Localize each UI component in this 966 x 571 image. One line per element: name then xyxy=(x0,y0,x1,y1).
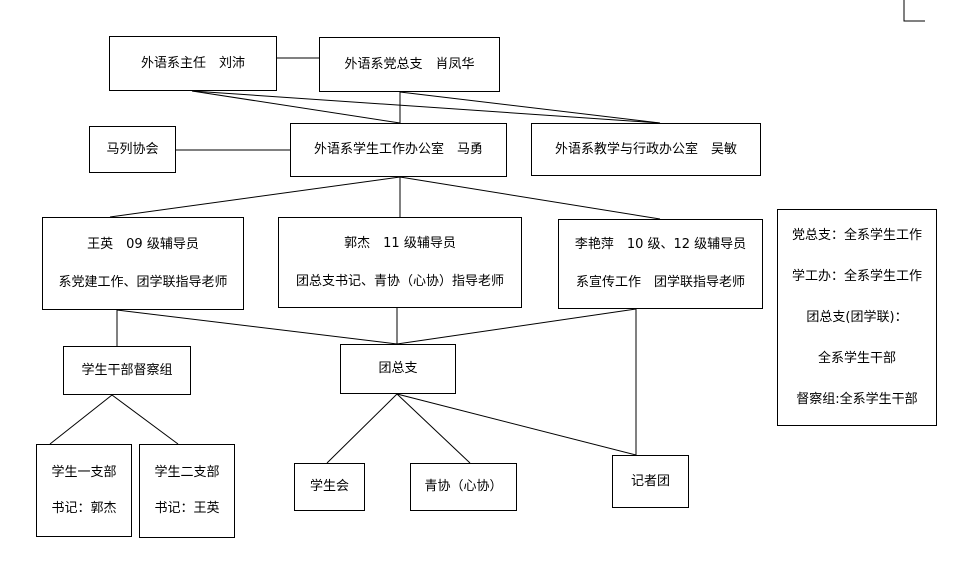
node-counselor-09-duty: 系党建工作、团学联指导老师 xyxy=(58,274,228,290)
node-student-union-label: 学生会 xyxy=(309,479,349,494)
legend-item: 学工办：全系学生工作 xyxy=(791,268,922,284)
line-counselor1012-league xyxy=(396,308,637,345)
node-branch-1-secretary: 书记：郭杰 xyxy=(51,500,117,516)
line-director-student-office xyxy=(191,90,401,124)
node-branch-2-secretary: 书记：王英 xyxy=(154,501,220,516)
node-counselor-10-12-duty: 系宣传工作 团学联指导老师 xyxy=(575,275,745,290)
node-counselor-09-title: 王英 09 级辅导员 xyxy=(87,236,199,252)
node-marxism-society-label: 马列协会 xyxy=(106,141,159,157)
legend-item: 团总支(团学联)： xyxy=(806,309,908,325)
node-party-branch: 外语系党总支 肖凤华 xyxy=(319,37,500,92)
node-youth-association: 青协（心协） xyxy=(410,463,517,511)
node-marxism-society: 马列协会 xyxy=(89,126,176,173)
node-counselor-11-duty: 团总支书记、青协（心协）指导老师 xyxy=(295,273,504,289)
node-counselor-11-title: 郭杰 11 级辅导员 xyxy=(344,235,456,251)
node-youth-association-label: 青协（心协） xyxy=(424,479,503,494)
node-student-union: 学生会 xyxy=(294,463,365,511)
node-counselor-09: 王英 09 级辅导员 系党建工作、团学联指导老师 xyxy=(42,217,244,310)
line-office-counselor-10-12 xyxy=(399,176,661,220)
node-branch-2-title: 学生二支部 xyxy=(154,465,220,480)
line-league-youth xyxy=(396,393,471,464)
line-counselor09-league xyxy=(116,309,398,345)
node-teaching-office-label: 外语系教学与行政办公室 吴敏 xyxy=(554,141,737,157)
node-party-branch-label: 外语系党总支 肖凤华 xyxy=(344,56,475,72)
node-counselor-11: 郭杰 11 级辅导员 团总支书记、青协（心协）指导老师 xyxy=(278,217,522,308)
node-student-office: 外语系学生工作办公室 马勇 xyxy=(290,123,507,177)
line-inspection-branch2 xyxy=(111,394,179,445)
line-league-student-union xyxy=(326,393,398,464)
node-league-branch-label: 团总支 xyxy=(378,361,418,376)
node-branch-1-title: 学生一支部 xyxy=(51,464,117,480)
line-league-reporter xyxy=(396,393,637,456)
node-counselor-10-12: 李艳萍 10 级、12 级辅导员 系宣传工作 团学联指导老师 xyxy=(558,219,763,309)
node-director: 外语系主任 刘沛 xyxy=(109,36,277,91)
line-party-teaching-office xyxy=(399,91,661,124)
node-inspection-group-label: 学生干部督察组 xyxy=(81,362,173,378)
line-inspection-branch1 xyxy=(49,394,113,445)
node-teaching-office: 外语系教学与行政办公室 吴敏 xyxy=(531,123,761,176)
legend-item: 督察组:全系学生干部 xyxy=(796,391,918,407)
node-reporter-group-label: 记者团 xyxy=(630,473,670,489)
node-branch-1: 学生一支部 书记：郭杰 xyxy=(36,444,132,537)
node-inspection-group: 学生干部督察组 xyxy=(63,346,191,395)
node-reporter-group: 记者团 xyxy=(612,455,689,508)
node-counselor-10-12-title: 李艳萍 10 级、12 级辅导员 xyxy=(574,237,747,252)
legend-item: 全系学生干部 xyxy=(817,350,896,366)
line-director-teaching-office xyxy=(191,90,661,124)
node-director-label: 外语系主任 刘沛 xyxy=(140,55,245,71)
node-league-branch: 团总支 xyxy=(340,344,456,394)
line-office-counselor-09 xyxy=(109,176,401,218)
page-corner-mark xyxy=(903,0,925,22)
node-branch-2: 学生二支部 书记：王英 xyxy=(139,444,235,538)
node-student-office-label: 外语系学生工作办公室 马勇 xyxy=(313,142,483,157)
legend-box: 党总支：全系学生工作 学工办：全系学生工作 团总支(团学联)： 全系学生干部 督… xyxy=(777,209,937,426)
legend-item: 党总支：全系学生工作 xyxy=(791,227,922,243)
